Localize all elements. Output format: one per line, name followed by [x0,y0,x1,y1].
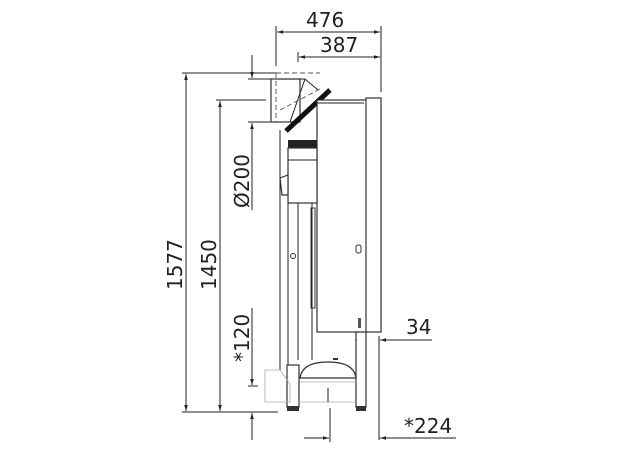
rear-leg [355,331,367,408]
flue-box [270,78,301,123]
dimension-1450: 1450 [197,99,266,411]
dimension-476: 476 [275,8,382,92]
dimension-label-224: *224 [404,414,452,438]
dimension-label-387: 387 [320,33,358,57]
dimension-label-1450: 1450 [197,239,221,290]
machine-side-view [264,73,382,411]
dimension-120: *120 [230,308,258,440]
main-body [316,99,368,333]
rear-panel [365,97,382,333]
dimension-387: 387 [297,33,380,62]
dimension-label-diameter: Ø200 [230,154,254,208]
dimension-1577: 1577 [163,72,320,413]
front-leg [286,364,300,408]
dimension-224: *224 [304,408,456,442]
dimension-label-120: *120 [230,314,254,362]
flue-pipe [284,88,332,133]
dimension-diameter-200: Ø200 [230,55,272,210]
base-bowl [299,361,357,379]
dimension-label-476: 476 [306,8,344,32]
dimension-label-34: 34 [406,315,431,339]
dimension-label-1577: 1577 [163,239,187,290]
hopper [287,147,318,204]
